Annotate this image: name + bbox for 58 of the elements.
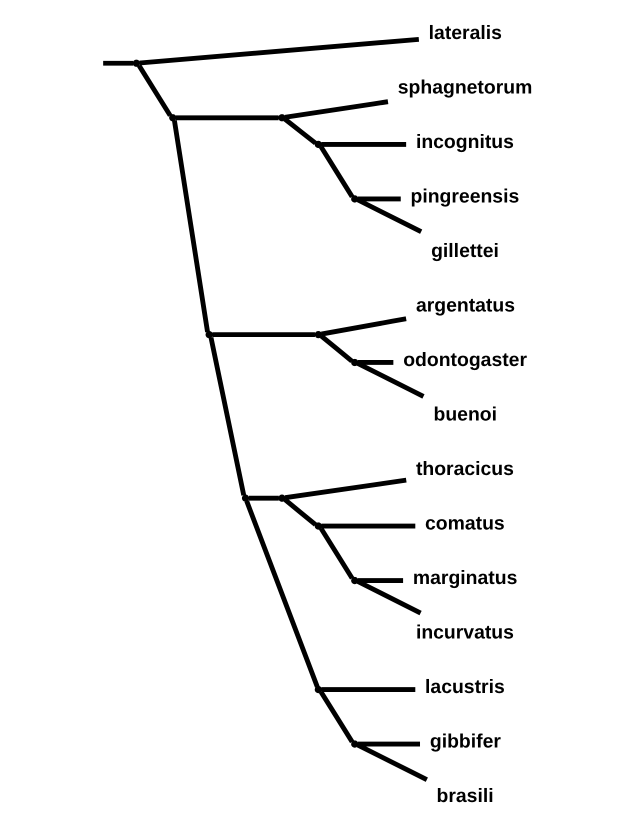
connector <box>175 115 278 120</box>
node-text: gibbifer <box>429 730 500 752</box>
connector <box>357 360 393 365</box>
node-text: marginatus <box>412 566 517 589</box>
node-text: argentatus <box>415 294 515 316</box>
connector <box>212 332 314 338</box>
connector <box>319 334 353 363</box>
node-point <box>314 686 322 694</box>
connector <box>356 361 424 399</box>
connector <box>320 687 415 692</box>
node-text: comatus <box>424 512 504 534</box>
node-point <box>314 140 322 148</box>
node-text: lacustris <box>424 676 504 698</box>
connector <box>356 579 422 616</box>
connector <box>357 742 420 747</box>
connector <box>356 198 422 234</box>
node-point <box>350 576 358 584</box>
connector <box>138 36 419 66</box>
node-point <box>350 358 358 366</box>
node-point <box>132 60 140 67</box>
node-point <box>350 740 358 748</box>
node-text: thoracicus <box>415 458 514 480</box>
node-text: lateralis <box>428 22 502 44</box>
node-text: incurvatus <box>415 621 514 644</box>
connector <box>136 64 172 117</box>
node-point <box>314 330 322 338</box>
connector <box>320 524 415 528</box>
connector <box>102 60 133 66</box>
node-text: brasili <box>436 785 494 807</box>
connector <box>284 478 406 500</box>
node-point <box>241 494 249 502</box>
connector <box>283 117 316 146</box>
connector <box>320 316 406 336</box>
node-text: sphagnetorum <box>397 76 532 98</box>
node-point <box>350 195 358 203</box>
node-text: incognitus <box>415 130 514 153</box>
connector <box>318 690 354 744</box>
connector <box>284 99 388 120</box>
connector <box>208 336 246 496</box>
connector <box>357 578 403 583</box>
connector <box>248 496 278 501</box>
node-text: gillettei <box>430 240 498 262</box>
connector <box>244 500 320 688</box>
node-point <box>205 330 212 338</box>
node-point <box>314 522 322 530</box>
connector <box>282 498 316 527</box>
node-text: buenoi <box>433 403 497 426</box>
node-point <box>278 494 286 502</box>
connector <box>318 527 354 580</box>
connector <box>356 742 428 782</box>
node-point <box>278 114 286 122</box>
node-text: pingreensis <box>410 185 519 208</box>
node-text: odontogaster <box>402 348 527 371</box>
connector <box>172 120 210 332</box>
connector <box>357 196 400 202</box>
connector <box>318 145 354 198</box>
node-point <box>168 114 176 122</box>
connector <box>320 142 406 147</box>
